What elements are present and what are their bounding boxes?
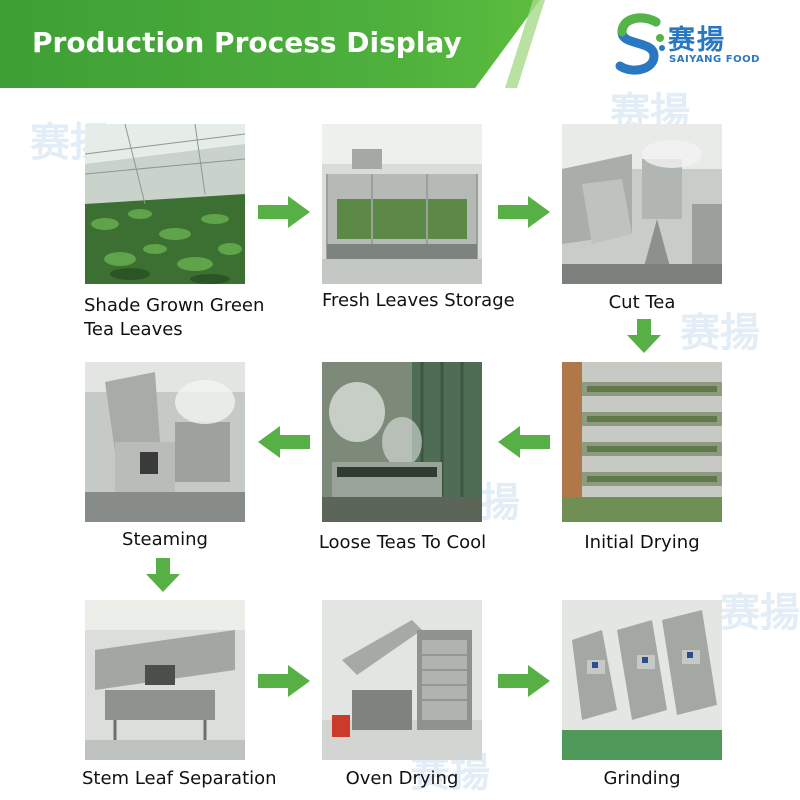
- photo-initial-drying: [562, 362, 722, 522]
- photo-shade-grown-tea: [85, 124, 245, 284]
- photo-fresh-leaves-storage: [322, 124, 482, 284]
- step-label-loose-teas: Loose Teas To Cool: [318, 532, 487, 553]
- arrow-right-icon: [258, 196, 310, 228]
- brand-logo: 赛揚 SAIYANG FOOD: [612, 12, 772, 76]
- photo-oven-drying: [322, 600, 482, 760]
- logo-s-icon: [615, 13, 665, 75]
- arrow-right-icon: [258, 665, 310, 697]
- arrow-right-icon: [498, 665, 550, 697]
- photo-steaming: [85, 362, 245, 522]
- photo-cut-tea: [562, 124, 722, 284]
- step-label-fresh-leaves: Fresh Leaves Storage: [322, 290, 515, 311]
- photo-loose-teas-cool: [322, 362, 482, 522]
- step-label-stem-leaf: Stem Leaf Separation: [82, 768, 277, 789]
- watermark: 赛揚: [720, 590, 800, 636]
- arrow-left-icon: [498, 426, 550, 458]
- arrow-down-icon: [146, 558, 180, 592]
- step-label-line2: Tea Leaves: [84, 319, 183, 340]
- step-label-grinding: Grinding: [603, 768, 681, 789]
- step-label-initial-drying: Initial Drying: [584, 532, 700, 553]
- page-title: Production Process Display: [32, 26, 462, 59]
- photo-grinding: [562, 600, 722, 760]
- arrow-down-icon: [627, 319, 661, 353]
- step-label-cut-tea: Cut Tea: [608, 292, 676, 313]
- arrow-right-icon: [498, 196, 550, 228]
- step-label-steaming: Steaming: [122, 529, 208, 550]
- step-label-oven-drying: Oven Drying: [345, 768, 459, 789]
- logo-chinese-text: 赛揚: [668, 25, 726, 56]
- step-label-line1: Shade Grown Green: [84, 295, 265, 316]
- logo-english-text: SAIYANG FOOD: [669, 54, 760, 65]
- step-label-shade-grown: Shade Grown Green Tea Leaves: [84, 294, 264, 342]
- photo-stem-leaf-separation: [85, 600, 245, 760]
- header-green-band: [0, 0, 540, 88]
- arrow-left-icon: [258, 426, 310, 458]
- header: Production Process Display 赛揚 SAIYANG FO…: [0, 0, 800, 88]
